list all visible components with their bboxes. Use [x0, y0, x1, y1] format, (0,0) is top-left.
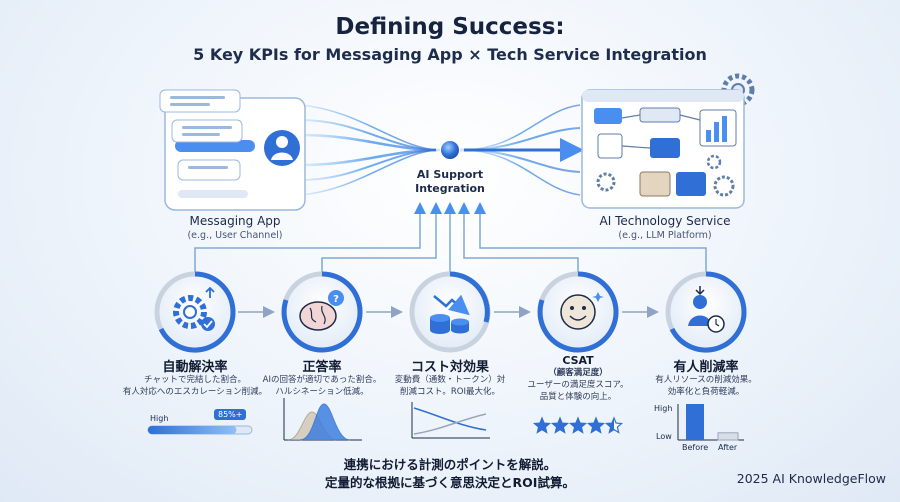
footer-line1: 連携における計測のポイントを解説。 — [343, 457, 557, 472]
messaging-app-title: Messaging App — [189, 214, 281, 228]
star-fill — [534, 418, 550, 433]
kpi-feedback-lines — [194, 202, 707, 272]
kpi-circle-3 — [409, 271, 491, 353]
coins-down-icon — [430, 294, 470, 334]
kpi-1-title: 自動解決率 — [162, 360, 228, 375]
kpi-2-title: 正答率 — [302, 360, 342, 375]
mini-rating-visual — [532, 416, 624, 434]
mini-progress-visual — [147, 425, 253, 435]
gear-check-icon — [173, 295, 207, 329]
kpi-3-desc2: 削減コスト。ROI最大化。 — [400, 387, 500, 397]
kpi-5-title: 有人削減率 — [673, 360, 739, 375]
messaging-app-illustration — [159, 89, 306, 211]
kpi-circle-2: ? — [281, 271, 363, 353]
progress-fill — [148, 426, 237, 434]
bar-after — [717, 432, 739, 441]
kpi-circle-1 — [154, 271, 236, 353]
svg-text:?: ? — [333, 294, 339, 305]
bars-low-label: Low — [656, 432, 672, 441]
kpi-5-desc1: 有人リソースの削減効果。 — [655, 375, 757, 385]
star-fill — [552, 418, 568, 433]
ai-service-subtitle: (e.g., LLM Platform) — [618, 230, 712, 241]
progress-badge: 85%+ — [214, 409, 247, 420]
bars-high-label: High — [654, 404, 673, 413]
kpi-1-desc1: チャットで完結した割合。 — [144, 375, 246, 385]
footer-summary: 連携における計測のポイントを解説。 定量的な根拠に基づく意思決定とROI試算。 — [0, 456, 900, 492]
mini-bars-visual — [677, 404, 744, 441]
kpi-1-desc2: 有人対応へのエスカレーション削減。 — [122, 387, 268, 397]
kpi-3-desc1: 変動費（通数・トークン）対 — [394, 375, 506, 385]
bars-after-label: After — [718, 443, 738, 452]
star-fill — [588, 418, 604, 433]
footer-line2: 定量的な根拠に基づく意思決定とROI試算。 — [325, 475, 575, 490]
copyright: 2025 AI KnowledgeFlow — [736, 471, 886, 486]
page-subtitle: 5 Key KPIs for Messaging App × Tech Serv… — [193, 45, 707, 64]
kpi-circle-4 — [537, 271, 619, 353]
person-clock-icon — [688, 286, 725, 333]
kpi-2-desc1: AIの回答が適切であった割合。 — [262, 375, 382, 385]
ai-service-illustration — [581, 73, 755, 209]
kpi-4-desc2: 品質と体験の向上。 — [539, 392, 617, 402]
kpi-4-title2: （顧客満足度） — [548, 368, 608, 378]
messaging-app-subtitle: (e.g., User Channel) — [187, 230, 283, 241]
kpi-4-title: CSAT — [562, 354, 594, 367]
mini-distribution-visual — [283, 398, 362, 441]
center-label-line1: AI Support — [416, 168, 484, 181]
kpi-3-title: コスト対効果 — [410, 360, 489, 375]
ai-service-title: AI Technology Service — [599, 214, 731, 228]
progress-high-label: High — [150, 414, 169, 423]
star-fill — [570, 418, 586, 433]
mini-cost-visual — [411, 402, 490, 439]
center-label-line2: Integration — [415, 182, 485, 195]
bars-before-label: Before — [682, 443, 709, 452]
star-fill — [606, 418, 614, 433]
bar-before — [686, 404, 704, 440]
kpi-4-desc1: ユーザーの満足度スコア。 — [527, 380, 629, 390]
kpi-2-desc2: ハルシネーション低減。 — [275, 387, 369, 397]
smile-icon — [560, 294, 596, 330]
ai-orb-icon — [441, 141, 459, 159]
brain-question-icon — [299, 301, 337, 331]
kpi-5-desc2: 効率化と負荷軽減。 — [667, 387, 745, 397]
kpi-circle-5 — [665, 271, 747, 353]
page-title: Defining Success: — [335, 14, 565, 40]
